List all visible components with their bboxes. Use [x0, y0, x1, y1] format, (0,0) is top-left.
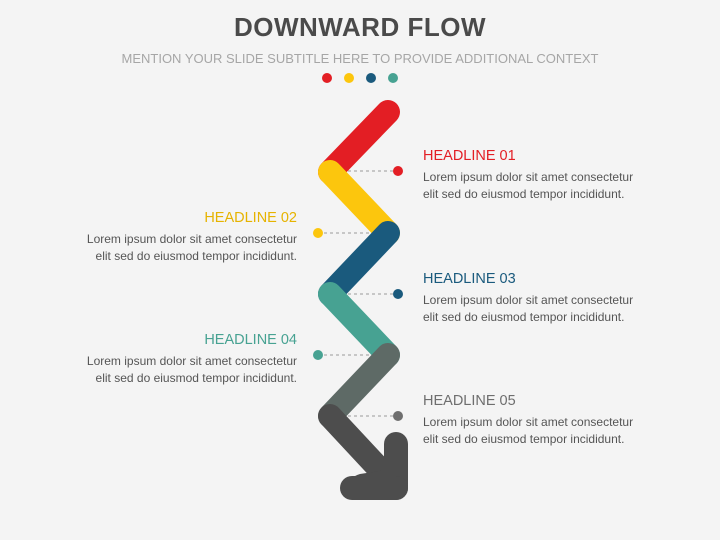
dot-teal — [388, 73, 398, 83]
step-01: HEADLINE 01 Lorem ipsum dolor sit amet c… — [423, 147, 693, 203]
headline-03: HEADLINE 03 — [423, 271, 516, 287]
dot-yellow — [344, 73, 354, 83]
headline-05: HEADLINE 05 — [423, 393, 516, 409]
body-05: Lorem ipsum dolor sit amet consectetur e… — [423, 414, 693, 448]
segment-yellow — [318, 160, 400, 245]
connector-01 — [330, 166, 403, 176]
segment-gray — [318, 343, 400, 428]
body-03-line1: Lorem ipsum dolor sit amet consectetur — [423, 293, 634, 307]
body-01-line2: elit sed do eiusmod tempor incididunt. — [423, 187, 625, 201]
segment-red — [318, 100, 400, 184]
step-04: HEADLINE 04 Lorem ipsum dolor sit amet c… — [27, 331, 297, 387]
slide-subtitle: MENTION YOUR SLIDE SUBTITLE HERE TO PROV… — [121, 51, 599, 66]
color-dots — [0, 73, 720, 85]
headline-01: HEADLINE 01 — [423, 148, 516, 164]
headline-04: HEADLINE 04 — [204, 332, 297, 348]
body-02-line1: Lorem ipsum dolor sit amet consectetur — [86, 232, 297, 246]
slide-title: DOWNWARD FLOW — [233, 12, 486, 42]
connector-04 — [313, 350, 388, 360]
step-03: HEADLINE 03 Lorem ipsum dolor sit amet c… — [423, 270, 693, 326]
connector-05 — [330, 411, 403, 421]
body-04-line2: elit sed do eiusmod tempor incididunt. — [95, 371, 297, 385]
body-03-line2: elit sed do eiusmod tempor incididunt. — [423, 310, 625, 324]
segment-navy — [318, 221, 400, 306]
body-05-line2: elit sed do eiusmod tempor incididunt. — [423, 432, 625, 446]
body-02: Lorem ipsum dolor sit amet consectetur e… — [27, 231, 297, 265]
dot-red — [322, 73, 332, 83]
step-05: HEADLINE 05 Lorem ipsum dolor sit amet c… — [423, 392, 693, 448]
body-03: Lorem ipsum dolor sit amet consectetur e… — [423, 292, 693, 326]
connector-02 — [313, 228, 388, 238]
segment-dark — [318, 404, 396, 486]
body-05-line1: Lorem ipsum dolor sit amet consectetur — [423, 415, 634, 429]
body-01: Lorem ipsum dolor sit amet consectetur e… — [423, 169, 693, 203]
body-01-line1: Lorem ipsum dolor sit amet consectetur — [423, 170, 634, 184]
body-02-line2: elit sed do eiusmod tempor incididunt. — [95, 249, 297, 263]
headline-02: HEADLINE 02 — [204, 210, 297, 226]
dot-navy — [366, 73, 376, 83]
body-04: Lorem ipsum dolor sit amet consectetur e… — [27, 353, 297, 387]
connector-03 — [330, 289, 403, 299]
body-04-line1: Lorem ipsum dolor sit amet consectetur — [86, 354, 297, 368]
step-02: HEADLINE 02 Lorem ipsum dolor sit amet c… — [27, 209, 297, 265]
segment-teal — [318, 282, 400, 367]
